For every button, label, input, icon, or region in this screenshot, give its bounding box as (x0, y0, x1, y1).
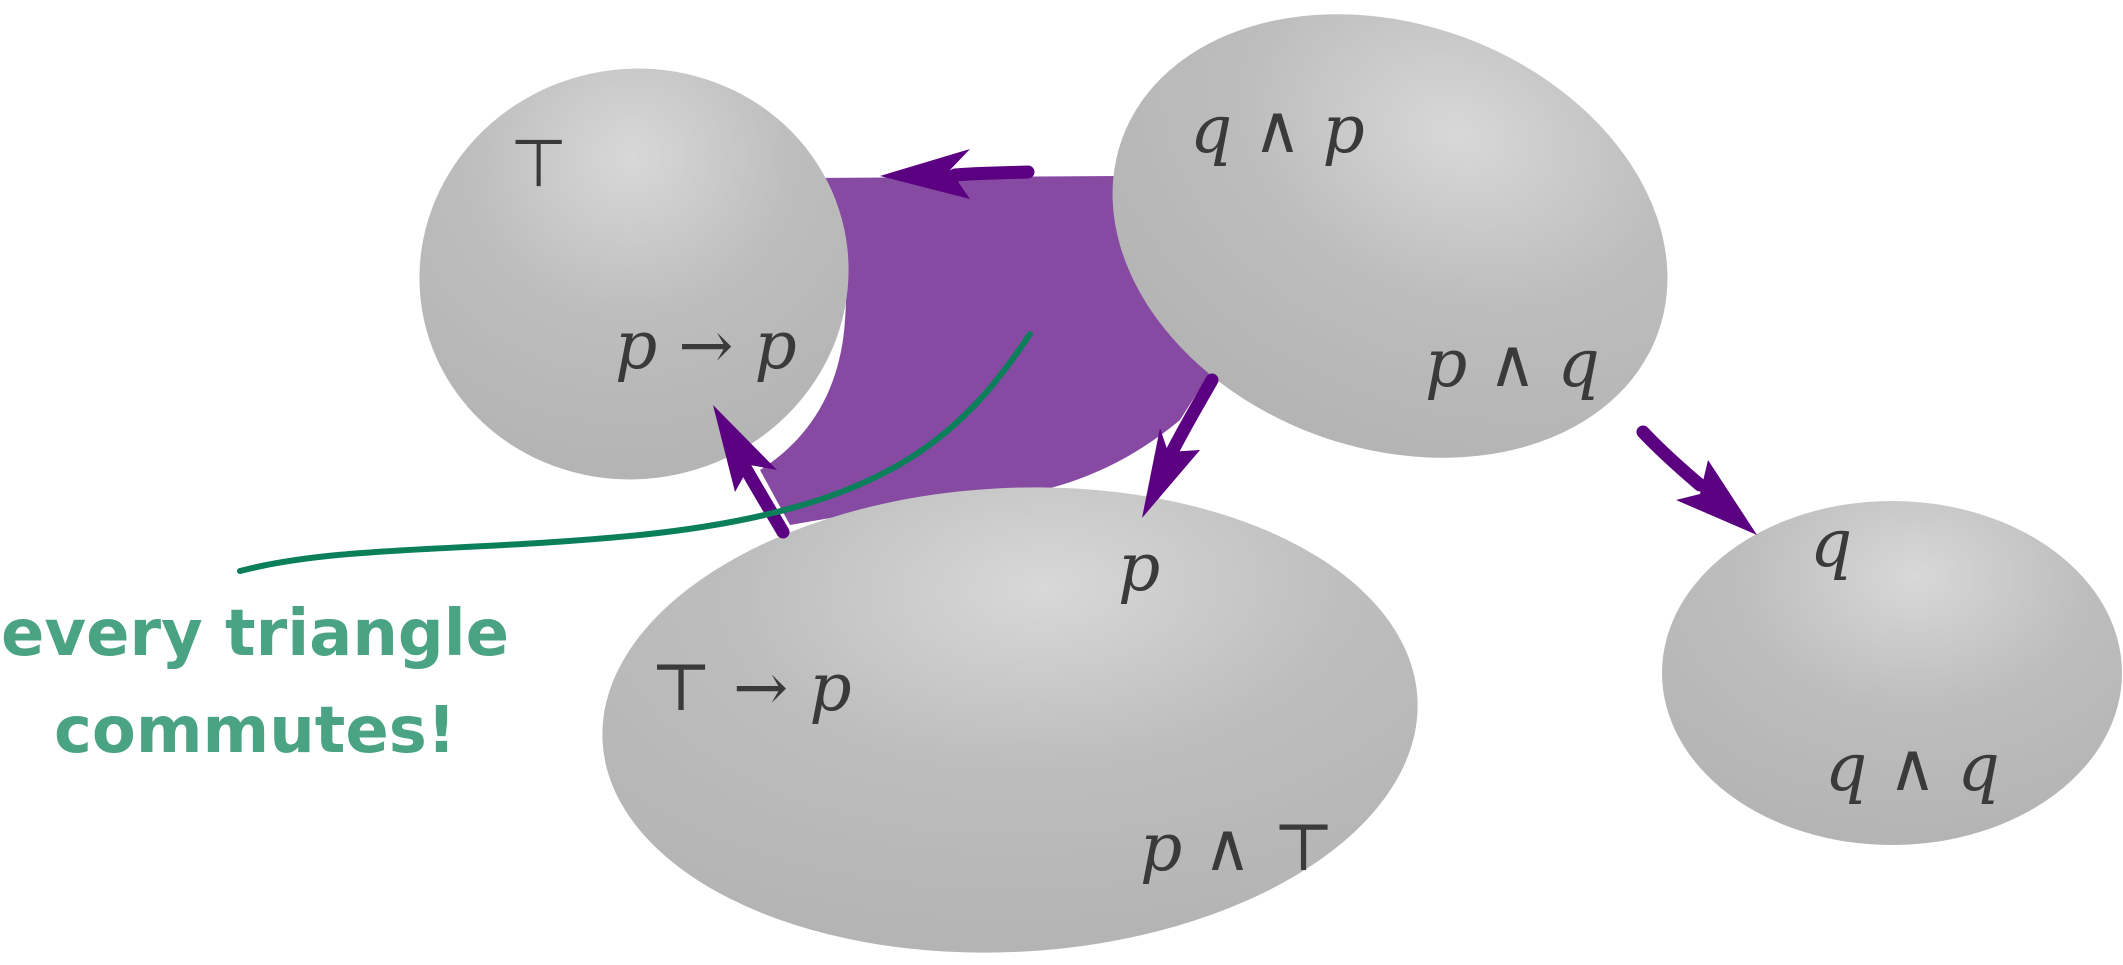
arrow-c-to-a (713, 405, 790, 539)
term-p-implies-p: p → p (615, 307, 797, 384)
term-q-and-p: q ∧ p (1190, 91, 1365, 168)
object-blob-bottom-center: p ⊤ → p p ∧ ⊤ (602, 487, 1418, 953)
term-p-and-top: p ∧ ⊤ (1140, 809, 1335, 886)
object-blob-top-right: q ∧ p p ∧ q (1112, 14, 1668, 458)
term-top: ⊤ (510, 125, 568, 202)
commuting-triangle-region (760, 176, 1218, 525)
term-q-and-q: q ∧ q (1825, 729, 2000, 806)
object-blob-top-left: ⊤ p → p (419, 68, 849, 480)
term-top-implies-p: ⊤ → p (650, 649, 852, 726)
blob-shape (602, 487, 1418, 953)
term-p: p (1118, 529, 1160, 606)
arrowhead (880, 149, 970, 199)
term-q: q (1810, 505, 1852, 582)
arrow-b-to-d (1636, 425, 1757, 535)
blob-shape (1112, 14, 1668, 458)
arrowhead (713, 405, 777, 492)
annotation-line-1: every triangle (1, 597, 509, 671)
arrow-to-bottom-center (1142, 373, 1219, 518)
annotation-line-2: commutes! (54, 694, 456, 768)
blob-shape (1662, 501, 2122, 845)
annotation-pointer-line (237, 331, 1033, 574)
term-p-and-q: p ∧ q (1425, 325, 1600, 402)
arrowhead (1142, 428, 1200, 518)
arrowhead (1676, 460, 1757, 535)
object-blob-right: q q ∧ q (1662, 501, 2122, 845)
arrow-to-top-left (880, 149, 1035, 199)
blob-shape (419, 68, 849, 480)
